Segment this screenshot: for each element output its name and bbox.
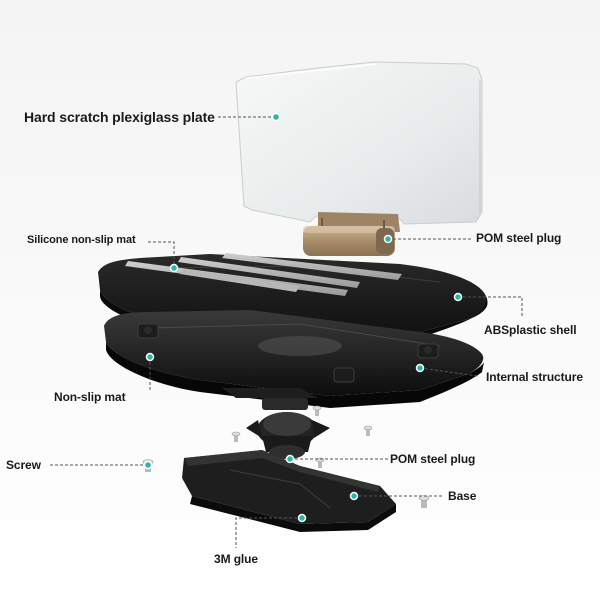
- callout-markers: [143, 112, 463, 523]
- label-base: Base: [448, 489, 477, 503]
- label-silicone-non-slip-mat: Silicone non-slip mat: [27, 234, 136, 246]
- base-plate: [182, 450, 396, 532]
- label-screw: Screw: [6, 458, 41, 472]
- internal-structure: [104, 310, 484, 408]
- leader-lines: [50, 116, 523, 548]
- silicone-non-slip-mat: [125, 253, 402, 296]
- label-internal-structure: Internal structure: [486, 370, 583, 384]
- label-pom-steel-plug-top: POM steel plug: [476, 231, 562, 245]
- plexiglass-plate: [235, 61, 483, 225]
- label-pom-steel-plug-bottom: POM steel plug: [390, 452, 476, 466]
- pom-steel-plug-top: [303, 212, 400, 256]
- label-plexiglass-plate: Hard scratch plexiglass plate: [24, 109, 215, 125]
- ball-joint-mount: [222, 388, 330, 459]
- label-abs-plastic-shell: ABSplastic shell: [484, 323, 577, 337]
- label-3m-glue: 3M glue: [214, 552, 258, 566]
- label-non-slip-mat: Non-slip mat: [54, 390, 126, 404]
